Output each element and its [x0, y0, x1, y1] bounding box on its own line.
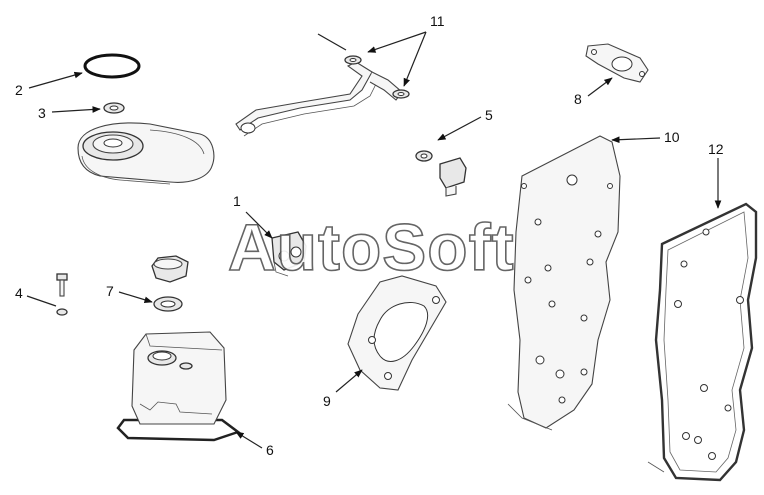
part-6-cover-gasket	[116, 331, 241, 442]
callout-5: 5	[485, 107, 493, 123]
callout-8: 8	[574, 91, 582, 107]
part-11-bracket	[235, 55, 410, 137]
callout-12: 12	[708, 141, 724, 157]
callout-labels: 1 2 3 4 5 6 7 8 9 10 11 12	[15, 13, 724, 458]
part-7-cap	[151, 255, 189, 312]
callout-4: 4	[15, 285, 23, 301]
callout-11: 11	[430, 13, 445, 29]
callout-2: 2	[15, 82, 23, 98]
leader-lines	[26, 31, 722, 449]
part-12-gasket	[647, 202, 758, 482]
part-8-gasket	[585, 43, 649, 83]
callout-7: 7	[106, 283, 114, 299]
callout-9: 9	[323, 393, 331, 409]
callout-3: 3	[38, 105, 46, 121]
part-2-oring	[83, 53, 141, 79]
part-9-gasket	[347, 275, 447, 391]
part-filler-cover	[77, 122, 215, 185]
part-1-fitting	[271, 231, 307, 277]
callout-1: 1	[233, 193, 241, 209]
part-5-plug	[415, 150, 467, 197]
part-10-plate	[507, 135, 621, 431]
watermark-text: AutoSoft	[228, 210, 515, 284]
callout-10: 10	[664, 129, 680, 145]
part-3-washer	[103, 102, 125, 114]
part-4-bolt	[56, 273, 68, 316]
callout-6: 6	[266, 442, 274, 458]
